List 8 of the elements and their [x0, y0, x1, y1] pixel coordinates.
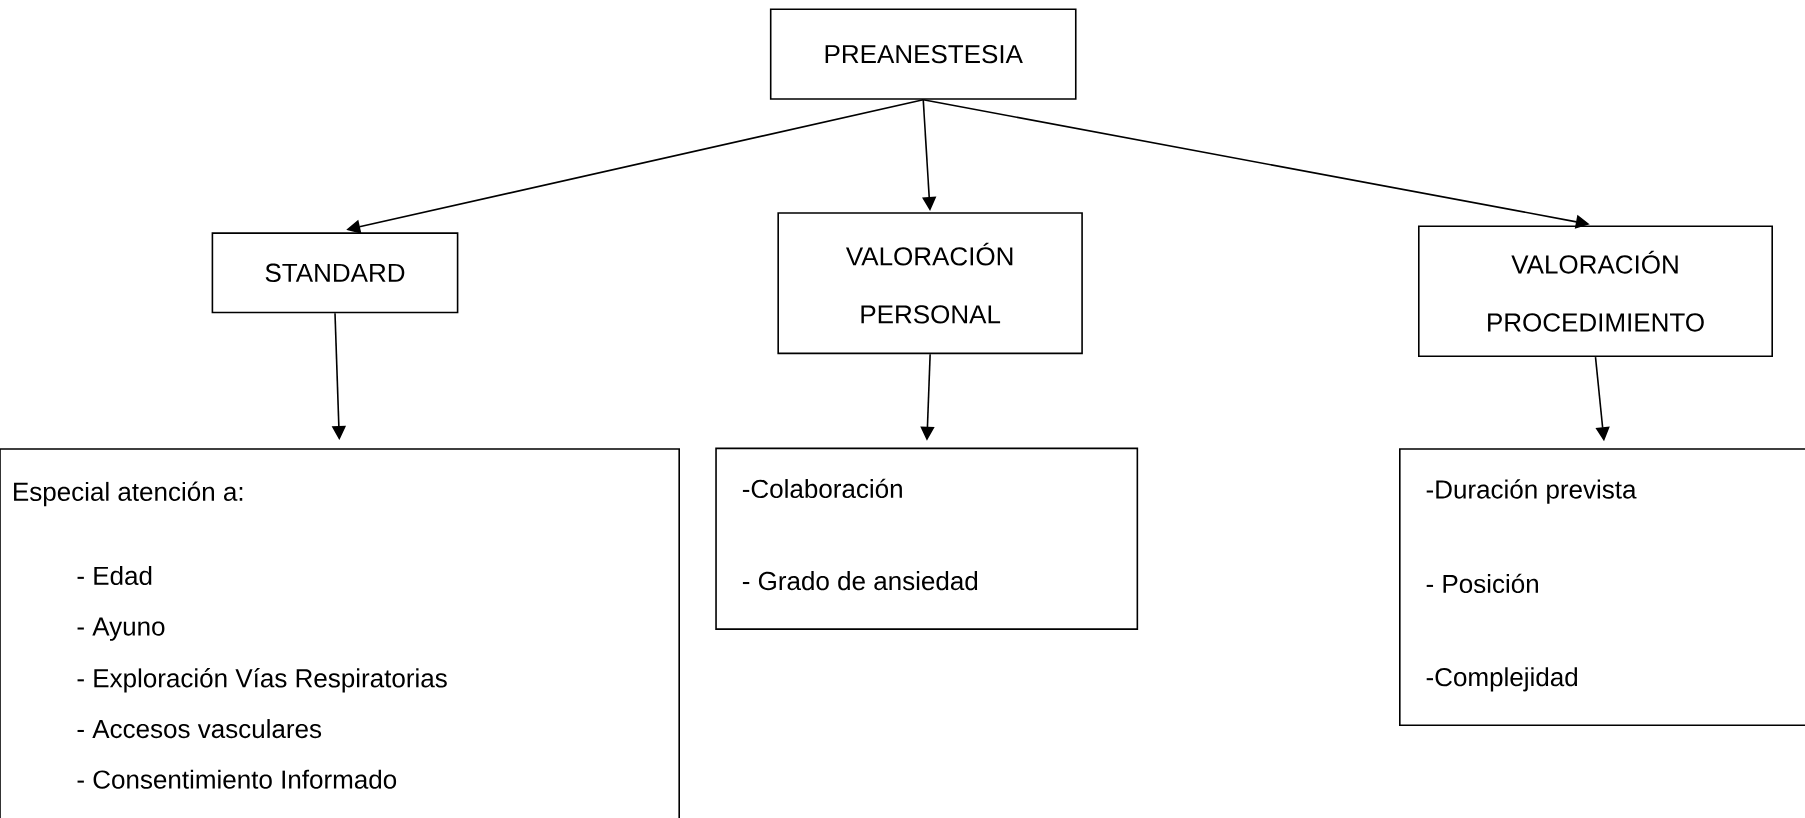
process-box: VALORACIÓN PROCEDIMIENTO	[1418, 225, 1773, 357]
process-box: PREANESTESIA	[769, 8, 1077, 100]
list-box: -Duración prevista - Posición -Complejidad	[1399, 447, 1805, 726]
list-box: -Colaboración - Grado de ansiedad	[715, 447, 1139, 630]
process-box: STANDARD	[211, 232, 459, 314]
process-box: VALORACIÓN PERSONAL	[777, 211, 1083, 354]
list-box: Especial atención a: - Edad - Ayuno - Exploración Vías Respiratorias - Accesos vasculares - Consentimiento Informado	[0, 447, 680, 818]
arrow	[1594, 356, 1610, 441]
